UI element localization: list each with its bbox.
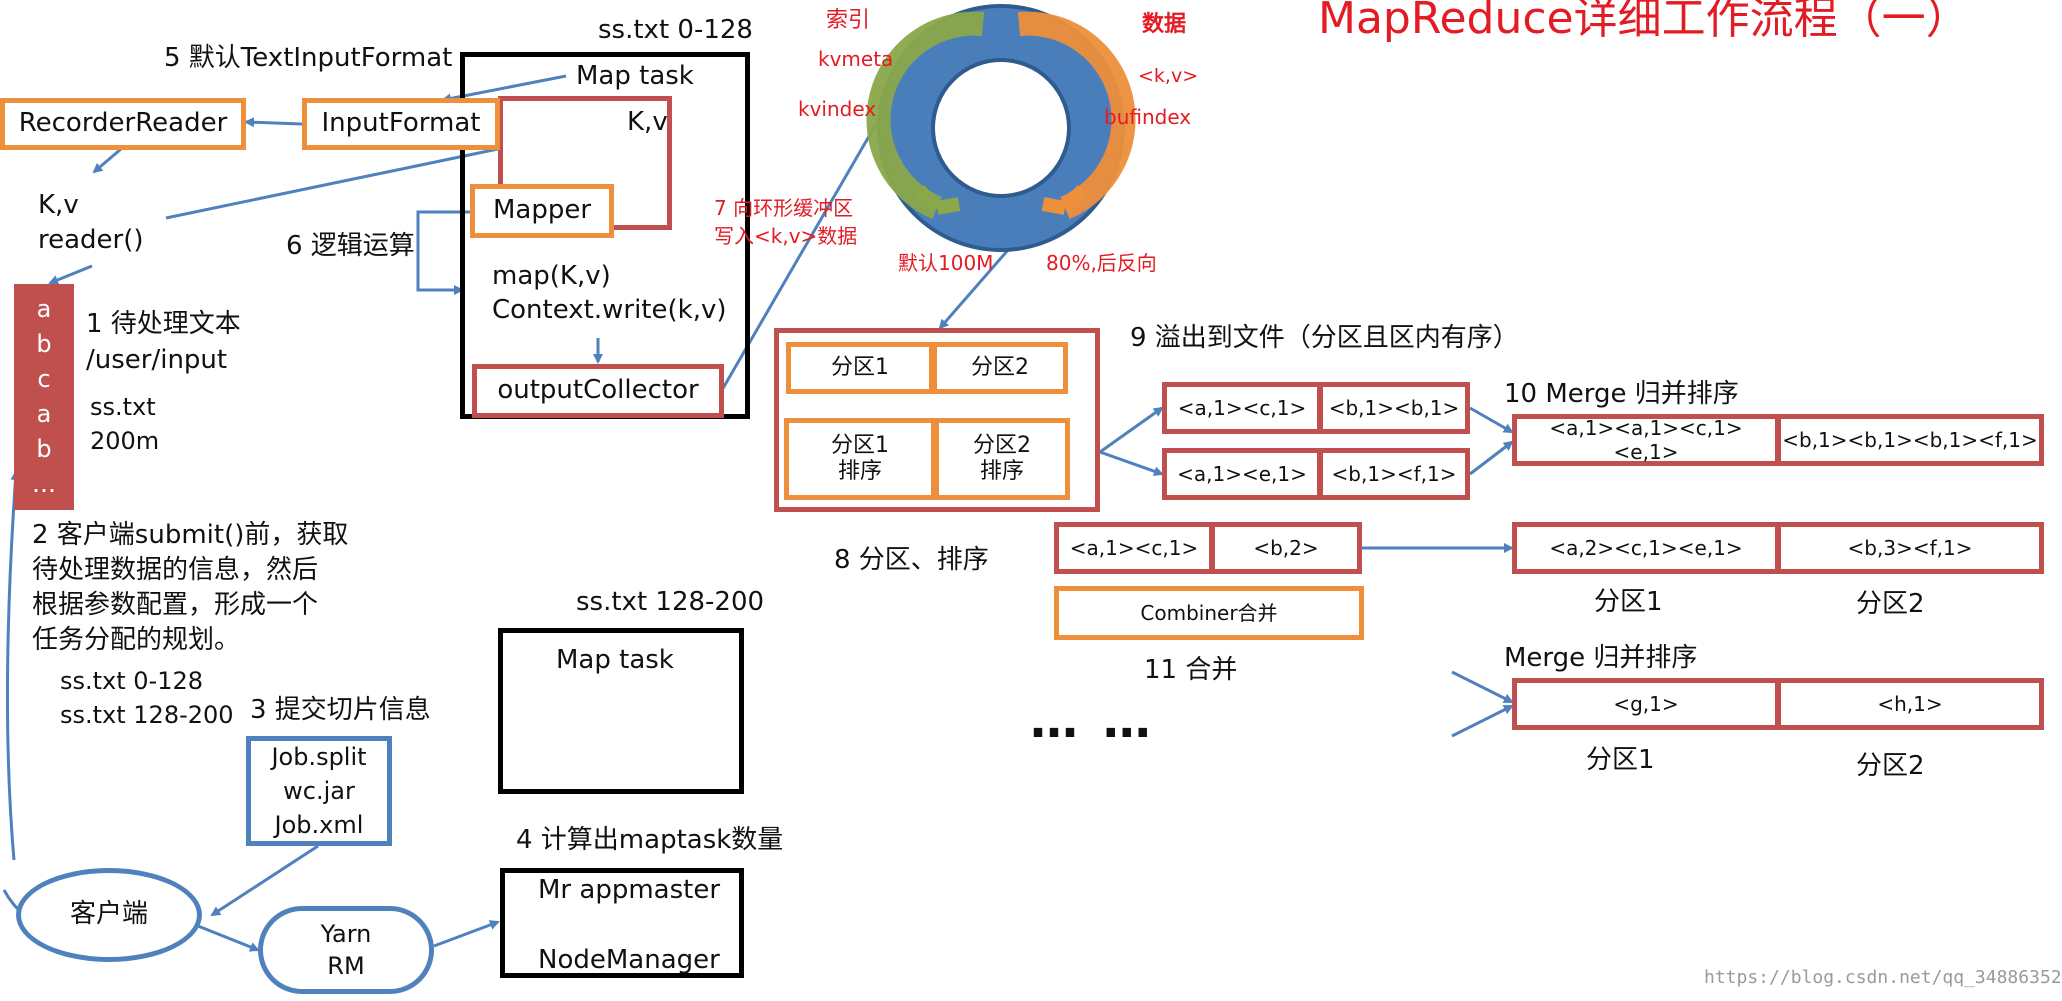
output-collector-box: outputCollector <box>472 364 724 418</box>
step-4-label: 4 计算出maptask数量 <box>516 825 784 855</box>
job-files-box: Job.split wc.jar Job.xml <box>246 736 392 846</box>
map-task-1-title: Map task <box>576 61 694 91</box>
buffer-kv-label: <k,v> <box>1138 65 1199 87</box>
partition-1-sort-box: 分区1 排序 <box>784 418 936 500</box>
combine-out-a: <a,2><c,1><e,1> <box>1512 522 1780 574</box>
arrow-spill1-to-merge <box>1469 406 1514 434</box>
arrow-spill2-to-merge <box>1469 440 1514 476</box>
step-5-label: 5 默认TextInputFormat <box>164 43 453 73</box>
recorder-reader-box: RecorderReader <box>0 98 246 150</box>
spill-2b: <b,1><f,1> <box>1318 448 1470 500</box>
arrow-yarn-to-appmaster <box>433 920 500 948</box>
partition-2-box: 分区2 <box>932 342 1068 394</box>
step-3-label: 3 提交切片信息 <box>250 695 431 725</box>
kv-label: K,v <box>627 107 668 137</box>
step-2-label: 2 客户端submit()前，获取 待处理数据的信息，然后 根据参数配置，形成一… <box>32 520 349 655</box>
spill-1b: <b,1><b,1> <box>1318 382 1470 434</box>
map-function: map(K,v) <box>492 261 611 291</box>
input-format-box: InputFormat <box>302 98 500 150</box>
client-ellipse: 客户端 <box>16 868 202 962</box>
ring-buffer <box>866 4 1136 252</box>
partition-2-sort-box: 分区2 排序 <box>934 418 1070 500</box>
kvindex-label: kvindex <box>798 97 877 121</box>
mapper-box: Mapper <box>470 184 614 238</box>
step-1-label: 1 待处理文本 /user/input <box>86 309 241 375</box>
kv-reader-label: K,v reader() <box>38 190 144 255</box>
step-11-label: 11 合并 <box>1144 655 1238 685</box>
map-task-2-header: ss.txt 128-200 <box>576 587 765 617</box>
spill-1a: <a,1><c,1> <box>1162 382 1322 434</box>
app-master-label: Mr appmaster <box>538 875 721 905</box>
arrow-buffer-to-partition <box>938 249 1010 330</box>
arrow-client-to-yarn <box>187 920 260 952</box>
arrow-jobfiles-to-client <box>210 844 319 917</box>
merged-b: <b,1><b,1><b,1><f,1> <box>1776 414 2044 466</box>
combiner-box: Combiner合并 <box>1054 586 1364 640</box>
arrow-mapper-loop <box>416 210 470 295</box>
ellipsis: … … <box>1030 693 1155 749</box>
node-manager-label: NodeManager <box>538 945 720 975</box>
arrow-input-to-reader <box>48 264 93 285</box>
bufindex-label: bufindex <box>1104 105 1192 129</box>
arrow-inputformat-to-recorderreader <box>244 117 303 128</box>
merge-2-a: <g,1> <box>1512 678 1780 730</box>
splits-label: ss.txt 0-128 ss.txt 128-200 <box>60 667 234 729</box>
buffer-index-label: 索引 <box>826 8 871 33</box>
step-8-label: 8 分区、排序 <box>834 545 989 575</box>
map-task-1-header: ss.txt 0-128 <box>598 15 753 45</box>
step-7-label: 7 向环形缓冲区 写入<k,v>数据 <box>714 196 858 248</box>
merged-a: <a,1><a,1><c,1><e,1> <box>1512 414 1780 466</box>
combine-in-a: <a,1><c,1> <box>1054 522 1214 574</box>
merge-2-b: <h,1> <box>1776 678 2044 730</box>
arrow-partition-to-spill1 <box>1099 406 1164 454</box>
yarn-cloud: Yarn RM <box>258 906 434 994</box>
map-task-2-frame <box>498 628 744 794</box>
combine-part-2-label: 分区2 <box>1856 589 1925 619</box>
kvmeta-label: kvmeta <box>818 47 894 71</box>
input-file-label: ss.txt 200m <box>90 393 160 455</box>
merge-2-label: Merge 归并排序 <box>1504 643 1698 673</box>
partition-1-box: 分区1 <box>786 342 934 394</box>
arrow-collector-to-buffer <box>720 99 892 391</box>
watermark: https://blog.csdn.net/qq_34886352 <box>1704 967 2062 988</box>
buffer-data-label: 数据 <box>1142 12 1187 37</box>
default-size-label: 默认100M <box>898 251 994 275</box>
arrow-partition-to-spill2 <box>1099 450 1164 477</box>
step-9-label: 9 溢出到文件（分区且区内有序） <box>1130 323 1519 353</box>
spill-2a: <a,1><e,1> <box>1162 448 1322 500</box>
arrow-merge2-in2 <box>1451 704 1514 738</box>
arrow-recorderreader-to-kv <box>92 147 122 174</box>
merge-2-part-1-label: 分区1 <box>1586 745 1655 775</box>
combine-part-1-label: 分区1 <box>1594 587 1663 617</box>
arrow-merge2-in1 <box>1451 670 1514 704</box>
map-task-2-title: Map task <box>556 645 674 675</box>
arrow-client-to-input <box>5 470 21 861</box>
app-master-box <box>500 868 744 978</box>
combine-out-b: <b,3><f,1> <box>1776 522 2044 574</box>
step-10-label: 10 Merge 归并排序 <box>1504 379 1739 409</box>
spill-threshold-label: 80%,后反向 <box>1046 251 1157 275</box>
input-text-block: a b c a b … <box>14 284 74 510</box>
step-6-label: 6 逻辑运算 <box>286 231 415 261</box>
context-write: Context.write(k,v) <box>492 295 727 325</box>
page-title: MapReduce详细工作流程（一） <box>1318 0 1970 44</box>
merge-2-part-2-label: 分区2 <box>1856 751 1925 781</box>
combine-in-b: <b,2> <box>1210 522 1362 574</box>
